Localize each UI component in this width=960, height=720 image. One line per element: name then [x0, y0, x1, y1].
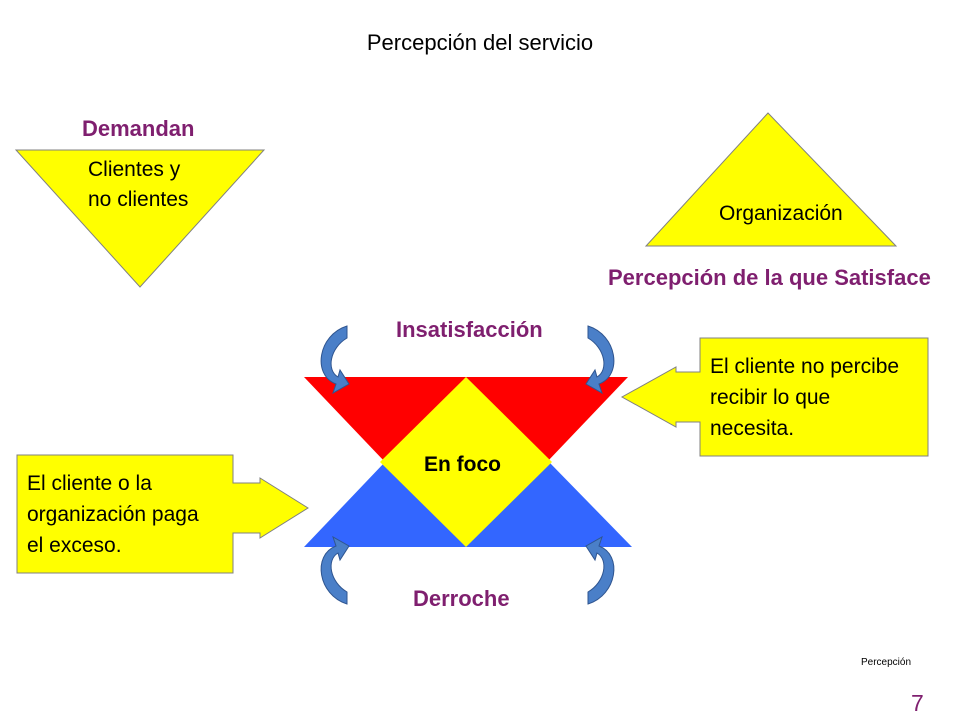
right-callout-line1: El cliente no percibe: [710, 355, 900, 378]
derroche-label: Derroche: [413, 586, 510, 611]
clients-label-line2: no clientes: [88, 188, 189, 211]
left-callout-text: El cliente o la organización paga el exc…: [27, 468, 199, 561]
clients-inverted-triangle: [14, 149, 266, 288]
en-foco-diamond: [380, 377, 552, 547]
insatisfaccion-label: Insatisfacción: [396, 317, 543, 342]
right-callout-line3: necesita.: [710, 417, 795, 440]
left-callout-line1: El cliente o la: [27, 472, 152, 495]
page-title: Percepción del servicio: [366, 30, 594, 55]
organization-caption: Percepción de la que Satisface: [608, 265, 931, 290]
right-callout-text: El cliente no percibe recibir lo que nec…: [710, 351, 899, 444]
curved-arrow-top-left: [320, 325, 350, 395]
curved-arrow-bottom-left: [320, 535, 350, 605]
left-callout-line2: organización paga: [27, 503, 199, 526]
right-callout-box: [620, 337, 929, 457]
clients-label-line1: Clientes y: [88, 158, 181, 181]
clients-label: Clientes y no clientes: [88, 155, 188, 215]
left-callout-box: [16, 454, 309, 574]
left-callout-line3: el exceso.: [27, 534, 122, 557]
organization-label: Organización: [719, 202, 843, 225]
footer-note: Percepción: [861, 657, 912, 668]
curved-arrow-top-right: [585, 325, 615, 395]
right-callout-line2: recibir lo que: [710, 386, 831, 409]
curved-arrow-bottom-right: [585, 535, 615, 605]
en-foco-label: En foco: [424, 453, 501, 476]
demandan-heading: Demandan: [82, 116, 195, 141]
organization-triangle: [644, 112, 898, 247]
page-number: 7: [911, 690, 924, 716]
